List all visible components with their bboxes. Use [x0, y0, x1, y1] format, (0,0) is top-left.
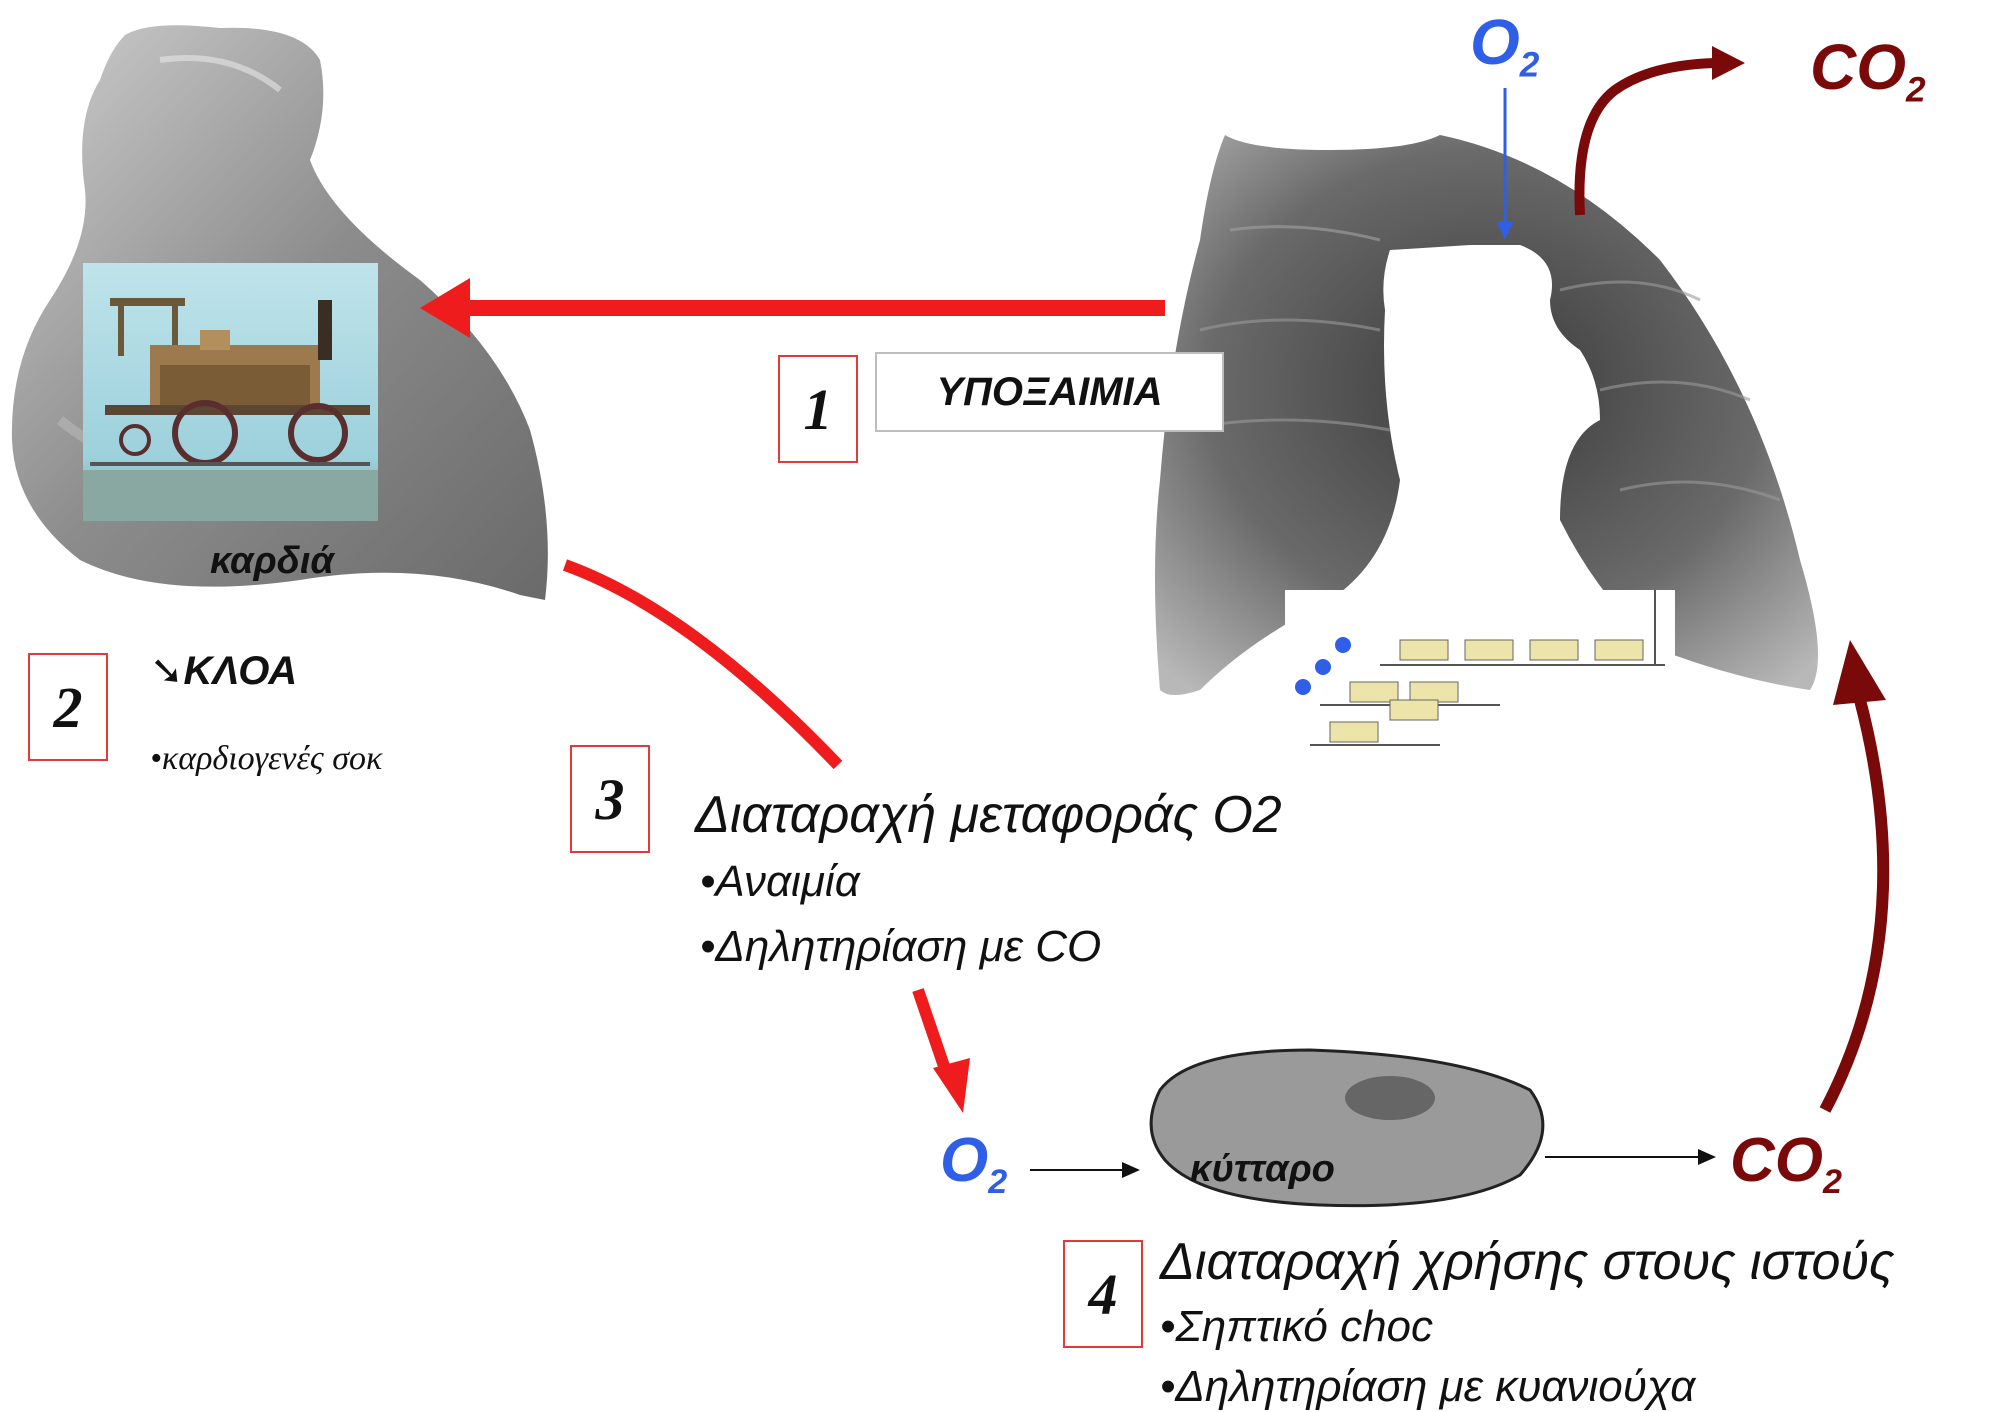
step1-number-box: 1 — [778, 355, 858, 463]
arrow-o2-to-cell — [1030, 1162, 1140, 1178]
step2-bullet: •καρδιογενές σοκ — [150, 740, 382, 778]
arrow-heart-to-transport — [565, 565, 838, 765]
o2-top-label: O2 — [1470, 5, 1539, 85]
rail-carts-schematic — [1285, 590, 1675, 760]
step3-bullet-2: •Δηλητηρίαση με CO — [700, 922, 1101, 972]
arrow-transport-to-cell — [918, 990, 970, 1113]
step3-title: Διαταραχή μεταφοράς O2 — [695, 785, 1282, 845]
step3-number-box: 3 — [570, 745, 650, 853]
heart-label: καρδιά — [210, 540, 334, 583]
step4-bullet-1: •Σηπτικό choc — [1160, 1302, 1433, 1352]
step1-title-box: ΥΠΟΞΑΙΜΙΑ — [875, 352, 1224, 432]
arrow-lungs-to-heart — [420, 278, 1165, 338]
o2-cell-label: O2 — [940, 1125, 1007, 1202]
arrow-cell-to-lungs-co2 — [1825, 700, 1883, 1110]
step1-title: ΥΠΟΞΑΙΜΙΑ — [936, 370, 1162, 415]
step2-number-box: 2 — [28, 653, 108, 761]
step4-title: Διαταραχή χρήσης στους ιστούς — [1160, 1232, 1894, 1292]
step2-title: ➘ΚΛΟΑ — [150, 648, 297, 694]
co2-cell-label: CO2 — [1730, 1125, 1842, 1202]
cell-nucleus — [1345, 1076, 1435, 1120]
cell-label: κύτταρο — [1190, 1148, 1335, 1191]
locomotive-photo — [83, 263, 378, 521]
step4-bullet-2: •Δηλητηρίαση με κυανιούχα — [1160, 1362, 1695, 1412]
step3-bullet-1: •Αναιμία — [700, 857, 860, 907]
step4-number-box: 4 — [1063, 1240, 1143, 1348]
down-right-arrow-icon: ➘ — [150, 649, 184, 693]
co2-top-label: CO2 — [1810, 30, 1926, 110]
arrow-cell-to-co2 — [1545, 1149, 1716, 1165]
arrow-co2-out-lungs — [1579, 63, 1715, 215]
